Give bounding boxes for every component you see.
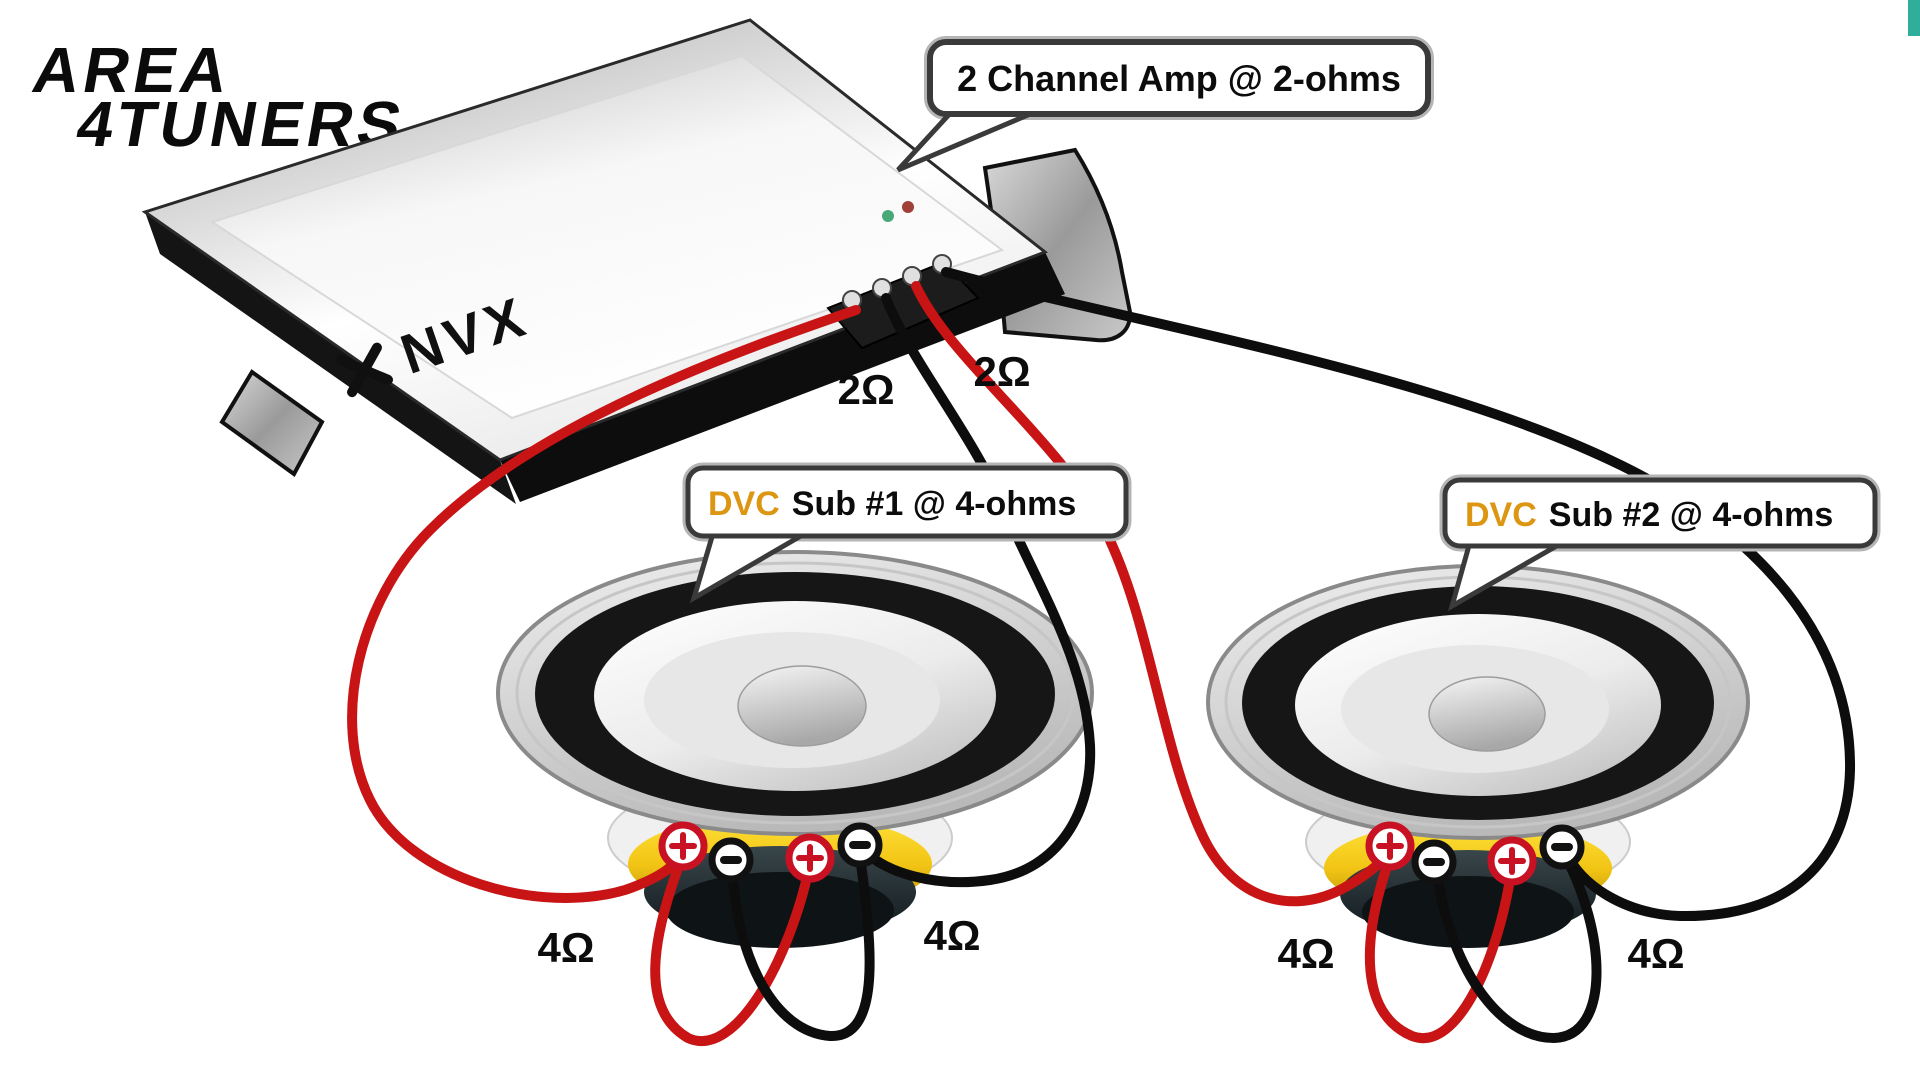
sub1-coil1-impedance-label: 4Ω: [537, 924, 594, 971]
channel2-impedance-label: 2Ω: [973, 348, 1030, 395]
sub1-terminal-negative-1: [708, 837, 754, 883]
sub2-negative-jumper-wire: [1431, 849, 1602, 1044]
sub2-terminal-positive-1: [1365, 821, 1415, 871]
callout-sub2-text: DVC Sub #2 @ 4-ohms: [1465, 496, 1833, 534]
sub1-terminal-positive-1: [658, 821, 708, 871]
sub2-coil2-impedance-label: 4Ω: [1627, 930, 1684, 977]
callout-amp-text: 2 Channel Amp @ 2-ohms: [957, 58, 1401, 99]
sub2-magnet-base: [1362, 876, 1574, 948]
teal-edge-accent: [1908, 0, 1920, 36]
callout-amp: 2 Channel Amp @ 2-ohms: [896, 36, 1434, 173]
amp-to-sub2-negative-wire: [941, 267, 1856, 922]
amp-left-face: [145, 212, 516, 504]
sub1-magnet-base: [666, 872, 894, 948]
sub2-terminal-negative-1: [1411, 839, 1457, 885]
callout-sub2-box: [1442, 477, 1878, 549]
subwoofer-1: [496, 550, 1094, 948]
callout-amp-box: [927, 39, 1431, 117]
sub1-dust-cap: [737, 665, 867, 747]
power-led-green-icon: [882, 210, 894, 222]
sub1-terminal-negative-2: [837, 822, 883, 868]
sub1-positive-jumper-wire: [650, 847, 815, 1046]
sub1-coil2-impedance-label: 4Ω: [923, 912, 980, 959]
callout-sub2: DVC Sub #2 @ 4-ohms: [1439, 474, 1881, 612]
sub1-terminal-positive-2: [785, 833, 835, 883]
sub1-terminals: [658, 821, 883, 883]
callout-sub1-box: [685, 465, 1129, 539]
sub2-positive-jumper-wire: [1364, 847, 1517, 1044]
subwoofer-2: [1206, 564, 1750, 948]
sub2-terminals: [1365, 821, 1585, 886]
sub1-rim-inner-edge: [515, 561, 1075, 825]
amp-top-panel: [209, 54, 1005, 420]
amp-to-sub2-positive-wire: [911, 281, 1397, 907]
sub2-terminal-positive-2: [1487, 836, 1537, 886]
brand-logo-line1: AREA: [28, 34, 238, 105]
amp-to-sub1-positive-wire: [347, 305, 861, 903]
channel1-impedance-label: 2Ω: [837, 366, 894, 413]
speaker-wiring: [347, 267, 1856, 1046]
callout-sub1-label: Sub #1 @ 4-ohms: [792, 485, 1076, 523]
amp-left-foot: [219, 369, 325, 477]
sub2-terminal-negative-2: [1539, 824, 1585, 870]
callout-sub2-label: Sub #2 @ 4-ohms: [1549, 496, 1833, 534]
nvx-x-icon: [347, 342, 382, 398]
callout-sub2-dvc-prefix: DVC: [1465, 496, 1537, 534]
callout-sub1-dvc-prefix: DVC: [708, 485, 780, 523]
sub1-negative-jumper-wire: [727, 851, 875, 1042]
sub2-coil1-impedance-label: 4Ω: [1277, 930, 1334, 977]
power-led-red-icon: [902, 201, 914, 213]
sub2-dust-cap: [1428, 676, 1546, 752]
callout-sub1-text: DVC Sub #1 @ 4-ohms: [708, 485, 1076, 523]
amp-to-sub1-negative-wire: [861, 293, 1096, 888]
callout-sub1: DVC Sub #1 @ 4-ohms: [682, 462, 1132, 604]
